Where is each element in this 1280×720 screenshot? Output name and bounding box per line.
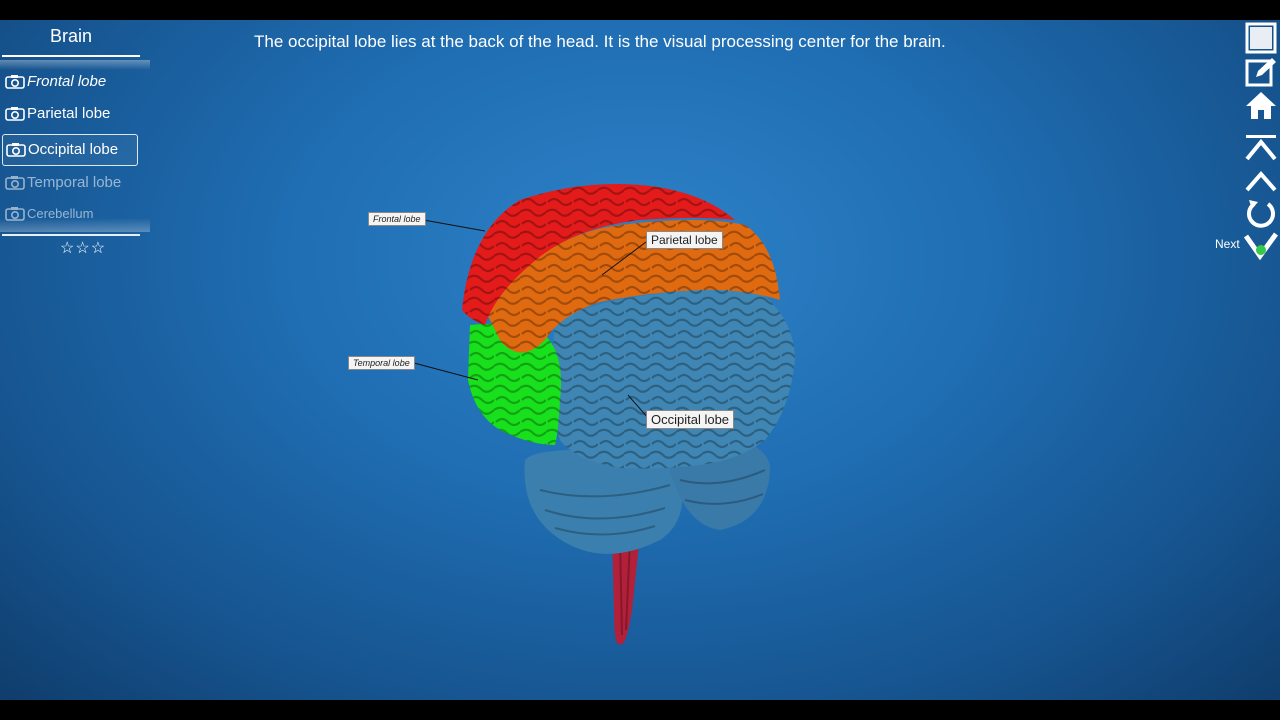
menu-divider-top: [2, 55, 140, 57]
first-step-button[interactable]: [1244, 132, 1278, 164]
menu-item-frontal-lobe[interactable]: Frontal lobe: [2, 67, 136, 97]
brain-model[interactable]: [0, 20, 1280, 700]
menu-item-label: Parietal lobe: [27, 105, 111, 122]
brainstem[interactable]: [612, 535, 640, 645]
menu-item-label: Frontal lobe: [27, 73, 107, 90]
camera-icon: [6, 143, 26, 157]
menu-item-occipital-lobe[interactable]: Occipital lobe: [2, 134, 138, 166]
occipital-lobe[interactable]: [551, 289, 795, 469]
menu-divider-bottom: [2, 234, 140, 236]
reset-button[interactable]: [1244, 198, 1278, 230]
next-check-icon: [1243, 232, 1279, 261]
reset-icon: [1247, 200, 1275, 228]
camera-icon: [5, 176, 25, 190]
temporal-lobe[interactable]: [468, 323, 561, 445]
fullscreen-icon: [1245, 22, 1277, 54]
menu-item-label: Cerebellum: [27, 206, 94, 221]
menu-item-parietal-lobe[interactable]: Parietal lobe: [2, 99, 136, 129]
scene-viewport[interactable]: Frontal lobe Parietal lobe Temporal lobe…: [0, 20, 1280, 700]
menu-item-temporal-lobe[interactable]: Temporal lobe: [2, 168, 136, 198]
parietal-lobe-callout: Parietal lobe: [646, 231, 723, 249]
camera-icon: [5, 107, 25, 121]
fullscreen-button[interactable]: [1244, 22, 1278, 54]
lobe-description: The occipital lobe lies at the back of t…: [254, 32, 946, 51]
frontal-lobe-callout: Frontal lobe: [368, 212, 426, 226]
menu-item-cerebellum[interactable]: Cerebellum: [2, 199, 136, 229]
rating-stars: ☆☆☆: [60, 240, 107, 257]
menu-title: Brain: [49, 26, 93, 46]
home-button[interactable]: [1244, 90, 1278, 122]
menu-item-label: Occipital lobe: [28, 141, 119, 158]
temporal-lobe-callout: Temporal lobe: [348, 356, 415, 370]
next-label[interactable]: Next: [1215, 237, 1240, 251]
frontal-lobe[interactable]: [462, 184, 735, 325]
camera-icon: [5, 75, 25, 89]
parietal-lobe[interactable]: [485, 220, 780, 353]
top-letterbox: [0, 0, 1280, 20]
edit-button[interactable]: [1244, 56, 1278, 88]
edit-icon: [1245, 58, 1276, 87]
occipital-lobe-callout: Occipital lobe: [646, 410, 735, 429]
bottom-letterbox: [0, 700, 1280, 720]
previous-step-button[interactable]: [1244, 166, 1278, 198]
menu-scroll-fade-top: [0, 60, 150, 70]
menu-scroll-fade-bottom: [0, 218, 150, 232]
lobe-menu: Brain Frontal lobe Parietal lobe Occipit…: [0, 20, 150, 260]
camera-icon: [5, 207, 25, 221]
home-icon: [1246, 92, 1276, 119]
first-step-icon: [1245, 135, 1277, 161]
menu-item-label: Temporal lobe: [27, 174, 122, 191]
next-button[interactable]: [1243, 230, 1279, 262]
previous-step-icon: [1245, 170, 1277, 192]
